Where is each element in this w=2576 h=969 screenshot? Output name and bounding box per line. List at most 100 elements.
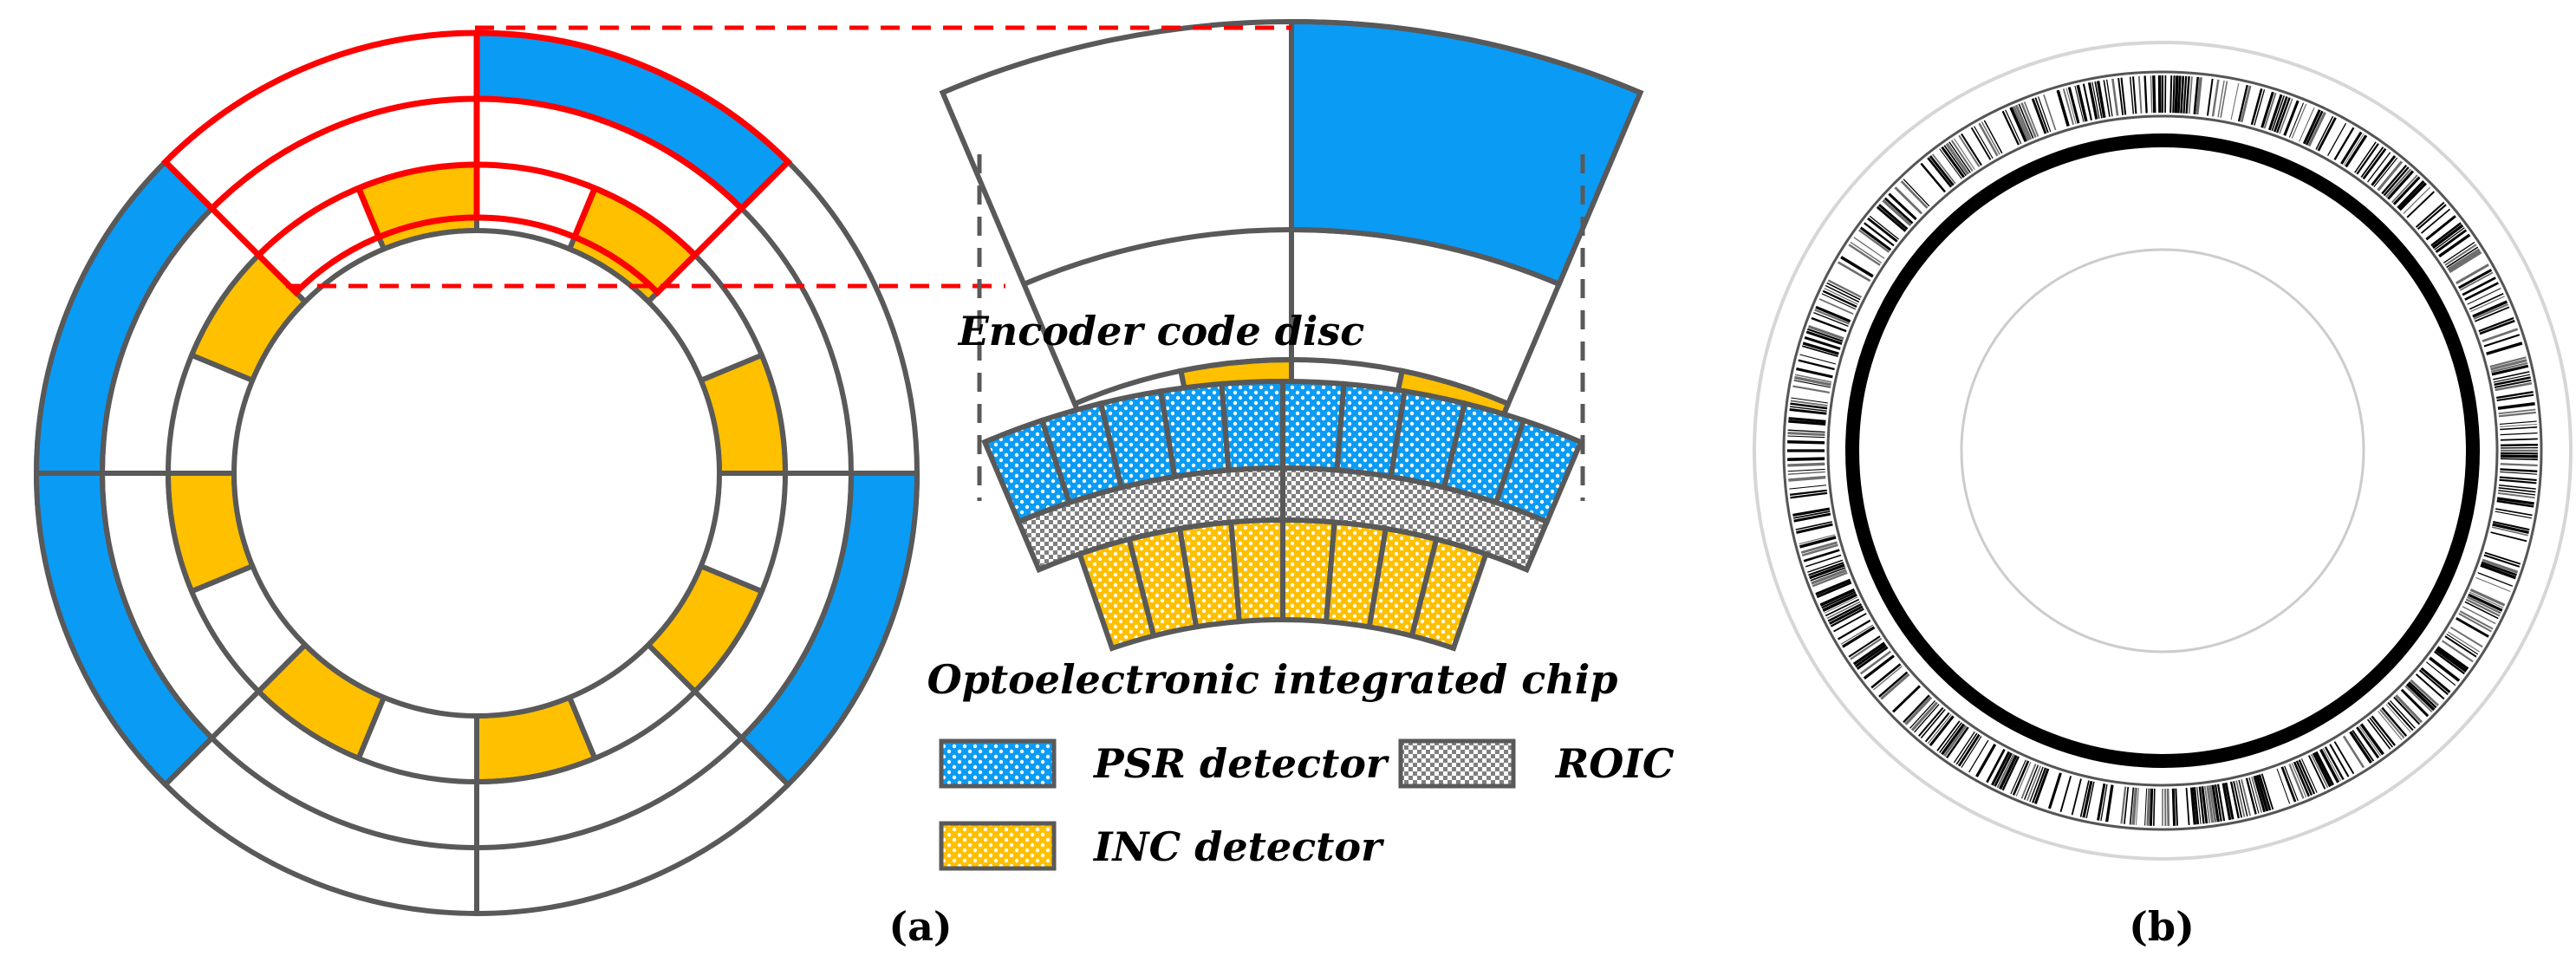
code-bar (2217, 80, 2225, 118)
code-bar (2500, 458, 2538, 461)
code-bar (1796, 523, 1833, 534)
code-bar (2469, 589, 2506, 607)
code-bar (2198, 786, 2205, 824)
code-bar (2079, 780, 2090, 817)
code-bar (1807, 324, 1844, 341)
code-bar (2379, 708, 2405, 739)
code-bar (2137, 75, 2143, 114)
code-bar (2360, 146, 2384, 179)
code-bar (2033, 768, 2050, 804)
disc-highlight-inner-divider (355, 186, 382, 238)
code-bar (1955, 732, 1978, 765)
code-bar (2458, 612, 2492, 633)
code-bar (2490, 531, 2527, 543)
code-bar (2391, 174, 2418, 204)
legend: PSR detector ROIC INC detector (939, 738, 1675, 871)
code-bar (1903, 694, 1930, 724)
code-bar (1894, 186, 1923, 215)
disc-inner-divider (699, 563, 764, 595)
code-bar (2261, 773, 2274, 810)
code-bar (2354, 141, 2377, 173)
code-bar (2415, 201, 2445, 228)
code-bar (2500, 468, 2538, 473)
code-bar (1805, 330, 1843, 346)
disc-b-outer-thin-ring (1782, 70, 2543, 831)
code-bar (2459, 610, 2494, 630)
code-bar (1968, 739, 1989, 773)
code-bar (2362, 147, 2387, 180)
code-bar (2211, 784, 2220, 823)
disc-b-code-track (1787, 75, 2538, 826)
code-bar (2493, 374, 2531, 383)
code-bar (1948, 141, 1971, 173)
code-bar (1882, 198, 1912, 227)
code-bar (2434, 650, 2465, 675)
code-bar (1840, 624, 1874, 645)
code-bar (1796, 367, 1833, 379)
code-bar (1852, 641, 1886, 666)
code-bar (2403, 186, 2431, 214)
optoelectronic-chip-label: Optoelectronic integrated chip (927, 656, 1618, 703)
code-bar (2307, 111, 2326, 147)
code-bar (2253, 775, 2266, 813)
code-bar (1795, 521, 1832, 530)
code-bar (2389, 699, 2416, 729)
code-bar (2443, 241, 2475, 263)
code-bar (1787, 432, 1825, 437)
code-bar (2381, 164, 2408, 195)
code-bar (2314, 751, 2335, 786)
code-bar (2317, 117, 2337, 152)
code-bar (1830, 608, 1864, 628)
code-bar (2018, 103, 2034, 139)
code-bar (1883, 197, 1914, 224)
code-bar (2193, 76, 2200, 114)
code-bar (1920, 162, 1946, 193)
code-bar (2404, 685, 2433, 713)
code-bar (2105, 79, 2113, 117)
code-bar (2015, 761, 2032, 797)
code-bar (1787, 468, 1825, 472)
code-bar (2496, 499, 2534, 508)
code-bar (1986, 749, 2006, 784)
code-bar (2254, 89, 2266, 126)
code-bar (2224, 782, 2234, 820)
code-bar (1801, 543, 1838, 557)
code-bar (2100, 784, 2108, 822)
code-bar (1793, 512, 1831, 523)
code-bar (2196, 786, 2202, 824)
code-bar (1904, 696, 1933, 725)
code-bar (2288, 102, 2305, 138)
code-bar (1812, 571, 1848, 588)
code-bar (2214, 784, 2222, 822)
encoder-code-disc-label: Encoder code disc (957, 308, 1365, 354)
code-bar (2250, 88, 2263, 126)
code-bar (2483, 334, 2521, 348)
code-bar (2493, 521, 2530, 531)
code-bar (2206, 785, 2215, 823)
code-bar (1878, 671, 1909, 698)
chip-psr-detector (1280, 378, 1347, 473)
code-bar (2352, 730, 2375, 762)
code-bar (1850, 241, 1883, 263)
code-bar (1910, 701, 1938, 732)
code-bar (2174, 75, 2179, 114)
disc-inner-divider (646, 642, 697, 693)
code-bar (2490, 359, 2527, 371)
code-bar (1833, 613, 1867, 633)
code-bar (1822, 593, 1857, 612)
code-bar (1994, 752, 2013, 787)
code-bar (2458, 269, 2493, 289)
code-bar (2496, 391, 2534, 400)
code-bar (1807, 559, 1844, 573)
code-bar (1792, 507, 1831, 517)
code-bar (2235, 780, 2246, 817)
code-bar (2216, 784, 2226, 822)
code-bar (2420, 208, 2451, 234)
code-bar (2258, 774, 2272, 811)
code-bar (2493, 371, 2530, 380)
code-bar (2132, 76, 2137, 114)
code-bar (2023, 764, 2039, 800)
code-bar (2377, 160, 2404, 192)
code-bar (2276, 768, 2291, 804)
code-bar (2497, 491, 2535, 499)
